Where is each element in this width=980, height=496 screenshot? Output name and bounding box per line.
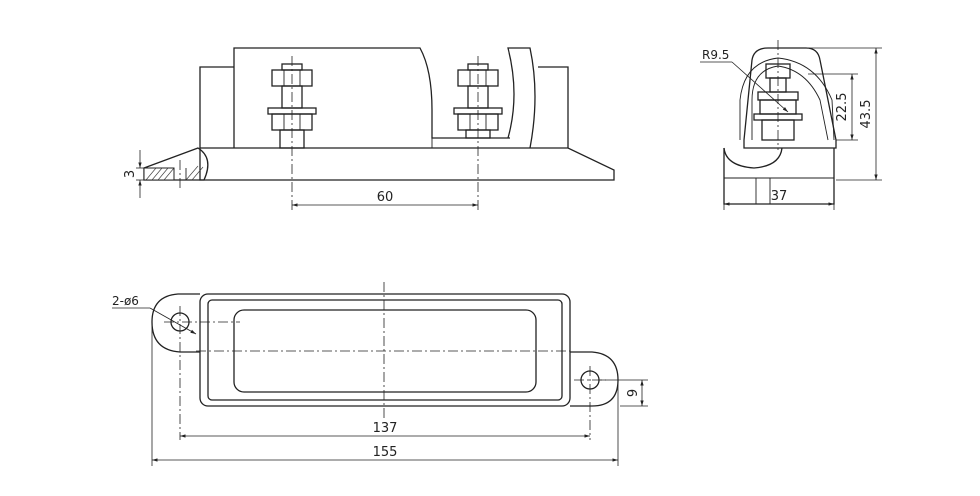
dim-height-inner-label: 22.5 xyxy=(835,93,850,122)
dim-hole-spacing: 137 xyxy=(180,421,590,438)
dim-holes-label: 2-ø6 xyxy=(112,294,139,308)
top-outer-body xyxy=(199,293,571,407)
dim-height-total-label: 43.5 xyxy=(859,100,874,129)
dim-holes: 2-ø6 xyxy=(112,294,197,335)
dim-width-label: 37 xyxy=(771,189,788,204)
dim-radius-label: R9.5 xyxy=(702,48,729,62)
side-view: R9.5 22.5 43.5 37 xyxy=(700,40,882,210)
dim-hole-center-label: 9 xyxy=(626,389,641,397)
front-ear-hatching xyxy=(145,165,204,181)
top-view: 2-ø6 9 137 155 xyxy=(112,282,648,466)
dim-overall-length: 155 xyxy=(151,322,619,466)
front-cover xyxy=(233,47,510,139)
dim-overall-length-label: 155 xyxy=(373,445,398,460)
front-base-plate xyxy=(199,147,615,181)
front-left-ear xyxy=(143,147,209,181)
dim-thickness: 3 xyxy=(123,150,150,198)
dim-bolt-spacing-label: 60 xyxy=(377,190,394,205)
front-cover-right-piece xyxy=(507,47,536,149)
dim-thickness-label: 3 xyxy=(123,170,138,178)
front-view: 3 60 xyxy=(123,47,615,210)
front-left-wall xyxy=(199,66,234,148)
front-bolt-left xyxy=(267,56,317,210)
dim-height-inner: 22.5 xyxy=(808,73,858,141)
dim-width: 37 xyxy=(723,189,835,210)
top-right-ear xyxy=(570,351,619,407)
dim-hole-spacing-label: 137 xyxy=(373,421,398,436)
dim-hole-center: 9 xyxy=(600,379,648,407)
front-right-wall xyxy=(538,66,569,148)
front-bolt-right xyxy=(453,56,503,210)
dim-bolt-spacing: 60 xyxy=(292,190,478,207)
dim-height-total: 43.5 xyxy=(806,47,882,181)
dim-radius: R9.5 xyxy=(700,48,789,113)
